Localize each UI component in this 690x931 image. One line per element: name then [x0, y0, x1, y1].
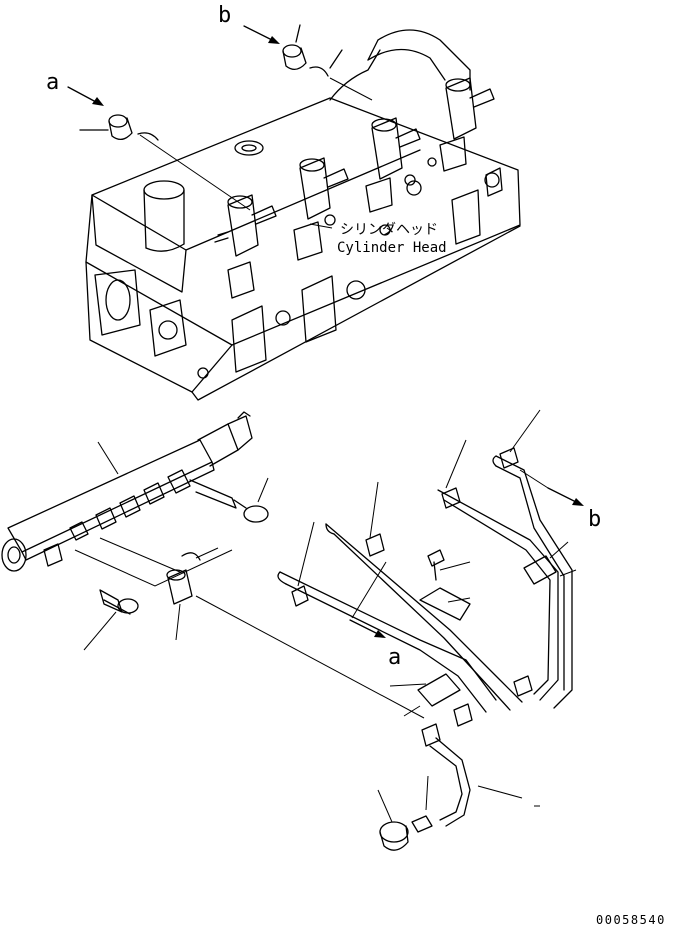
cylinder-head-label-jp: シリンダヘッド — [340, 222, 438, 238]
injector-1 — [214, 194, 277, 299]
fuel-pipes — [195, 409, 577, 851]
injector-3 — [365, 117, 421, 213]
callout-b-top: b — [218, 3, 373, 101]
injector-4 — [439, 77, 495, 172]
injector-2 — [293, 157, 349, 261]
callout-b-top-label: b — [218, 3, 231, 28]
callout-a-bottom: a — [349, 561, 401, 670]
common-rail — [1, 411, 269, 651]
cylinder-head-label: シリンダヘッド Cylinder Head — [309, 222, 447, 256]
callout-a-bottom-label: a — [388, 645, 401, 670]
callout-b-bottom-label: b — [588, 507, 601, 532]
cylinder-head-label-en: Cylinder Head — [337, 240, 447, 256]
callout-a-top-label: a — [46, 70, 59, 95]
drawing-number: 00058540 — [596, 913, 666, 927]
callout-b-bottom: b — [519, 469, 601, 532]
callout-a-top: a — [46, 70, 251, 211]
cylinder-head — [85, 29, 521, 401]
